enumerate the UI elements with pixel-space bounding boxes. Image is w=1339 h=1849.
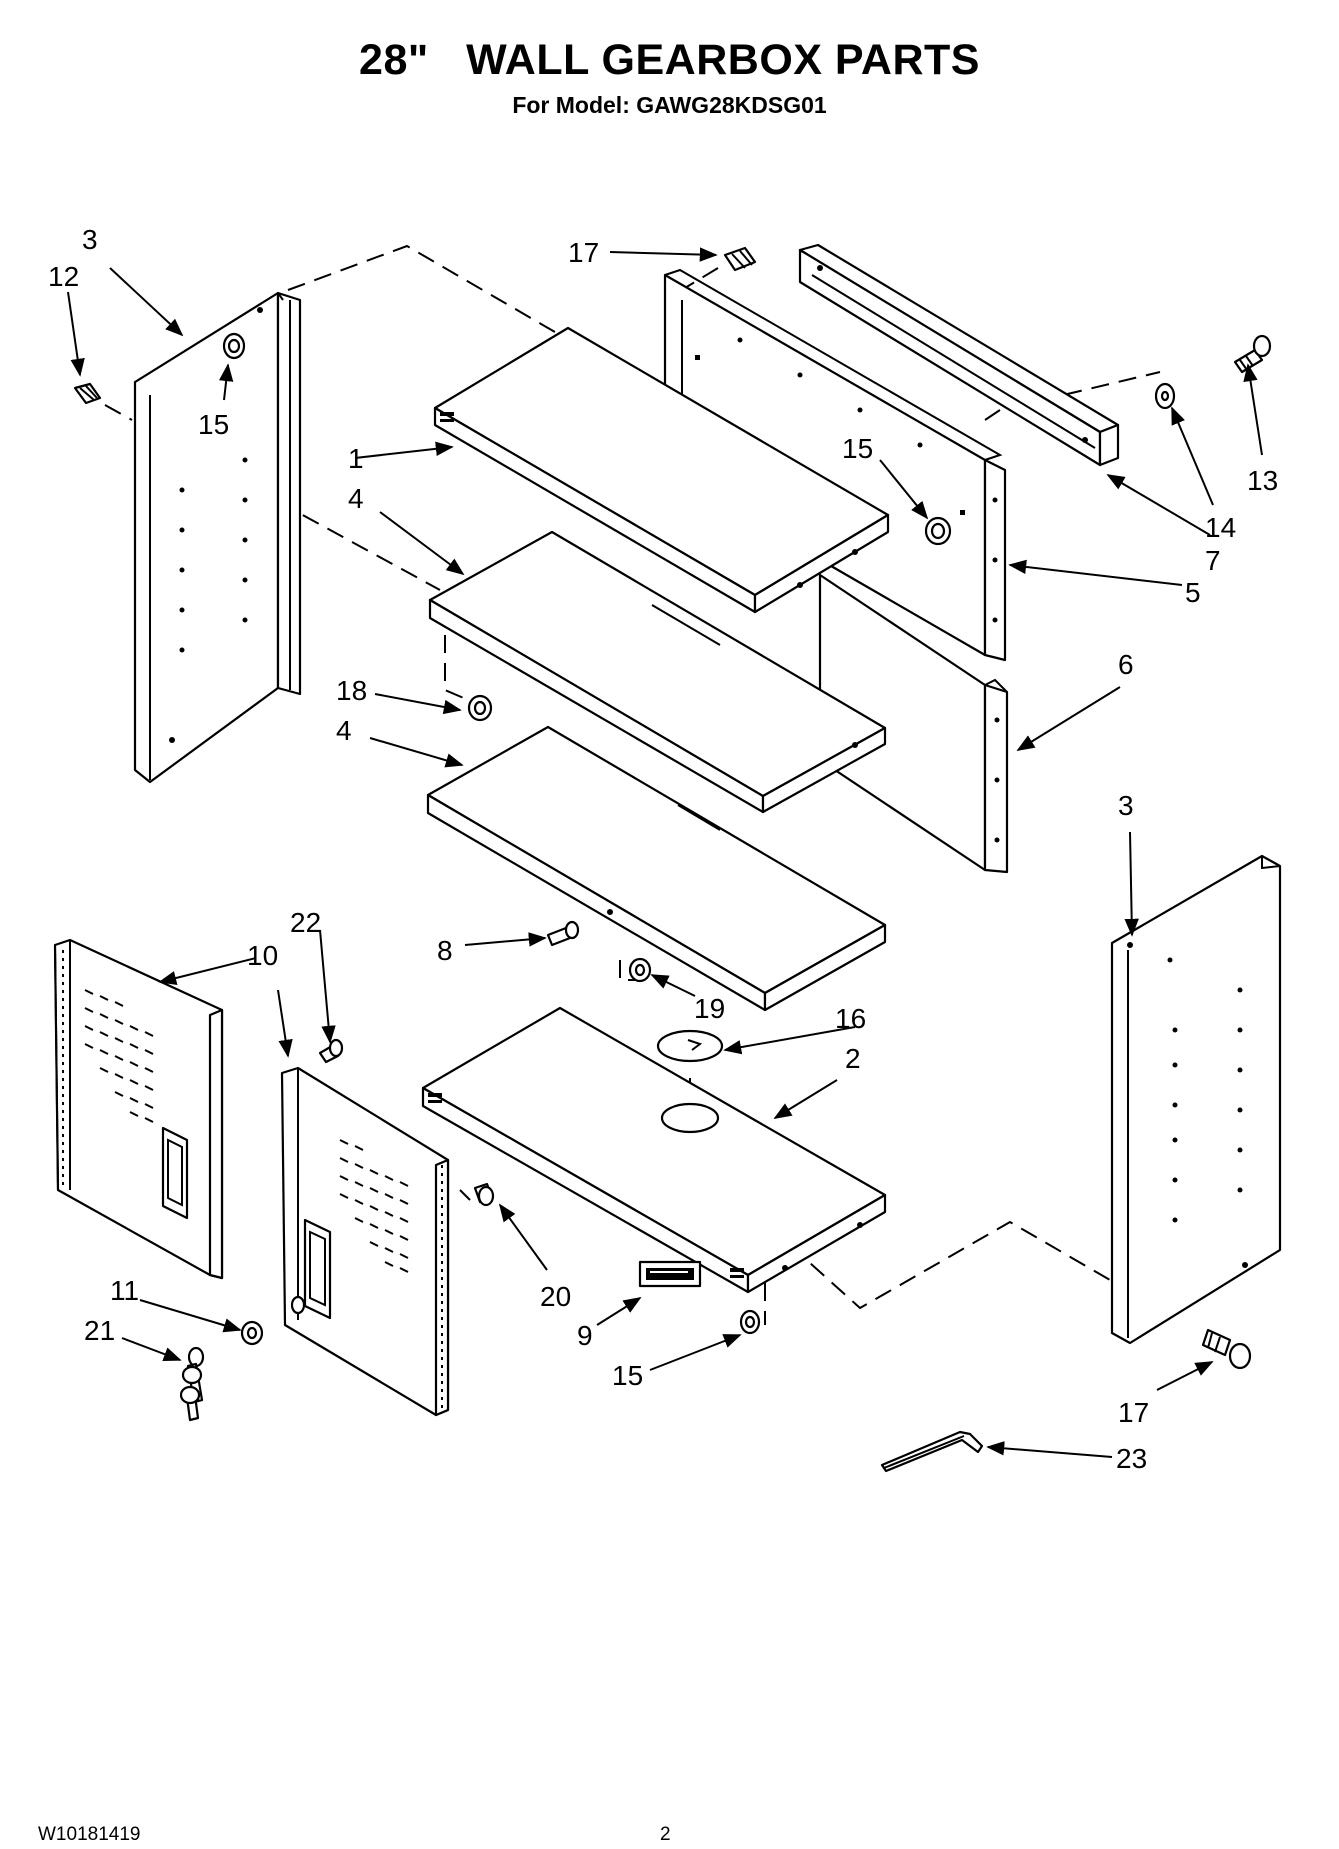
part-3-left-side-panel bbox=[133, 291, 302, 784]
callout-7: 7 bbox=[1205, 545, 1221, 576]
callout-17-top: 17 bbox=[568, 237, 599, 268]
part-20-cam-latch bbox=[473, 1182, 495, 1207]
part-15-nut-upper-left bbox=[222, 332, 246, 360]
callout-15-left: 15 bbox=[198, 409, 229, 440]
callout-9: 9 bbox=[577, 1320, 593, 1351]
callout-4-lower: 4 bbox=[336, 715, 352, 746]
document-number: W10181419 bbox=[38, 1824, 141, 1845]
part-17-screw-bottom bbox=[1201, 1328, 1252, 1370]
callout-10: 10 bbox=[247, 940, 278, 971]
page-number: 2 bbox=[660, 1824, 671, 1845]
part-3-right-side-panel bbox=[1110, 854, 1282, 1345]
part-19-nut bbox=[628, 957, 652, 983]
door-right-vent-slots bbox=[339, 1139, 409, 1273]
callout-6: 6 bbox=[1118, 649, 1134, 680]
part-21-keys bbox=[179, 1346, 205, 1422]
callout-20: 20 bbox=[540, 1281, 571, 1312]
part-1-top-shelf bbox=[433, 326, 890, 614]
part-12-screw bbox=[73, 382, 102, 405]
part-2-bottom-panel bbox=[421, 1006, 887, 1294]
callout-11: 11 bbox=[110, 1275, 139, 1306]
callout-12: 12 bbox=[48, 261, 79, 292]
part-13-bolt bbox=[1233, 334, 1272, 374]
model-subtitle: For Model: GAWG28KDSG01 bbox=[512, 92, 827, 118]
callout-13: 13 bbox=[1247, 465, 1278, 496]
callout-1: 1 bbox=[348, 443, 364, 474]
part-14-washer bbox=[1154, 382, 1176, 410]
callout-14: 14 bbox=[1205, 512, 1236, 543]
callout-3-right: 3 bbox=[1118, 790, 1134, 821]
callout-15-back: 15 bbox=[842, 433, 873, 464]
part-18-nut bbox=[467, 694, 493, 722]
part-15-nut-back-panel bbox=[924, 516, 952, 546]
callout-15-bottom: 15 bbox=[612, 1360, 643, 1391]
page-title: 28" WALL GEARBOX PARTS bbox=[359, 36, 980, 84]
part-4-lower-shelf bbox=[426, 725, 887, 1012]
part-15-nut-bottom bbox=[739, 1309, 761, 1335]
callout-21: 21 bbox=[84, 1315, 115, 1346]
part-11-lock-cylinder bbox=[240, 1320, 264, 1346]
part-7-wall-rail bbox=[798, 243, 1120, 467]
callout-23: 23 bbox=[1116, 1443, 1147, 1474]
callout-2: 2 bbox=[845, 1043, 861, 1074]
part-10-left-door bbox=[53, 938, 224, 1280]
callout-5: 5 bbox=[1185, 577, 1201, 608]
part-9-nameplate bbox=[638, 1260, 702, 1288]
part-17-screw-top bbox=[723, 246, 757, 272]
callout-3-left: 3 bbox=[82, 224, 98, 255]
callout-16: 16 bbox=[835, 1003, 866, 1034]
callout-leaders bbox=[67, 247, 1263, 1458]
callout-17-bottom: 17 bbox=[1118, 1397, 1149, 1428]
callout-19: 19 bbox=[694, 993, 725, 1024]
part-16-grommet bbox=[656, 1029, 724, 1063]
callout-22: 22 bbox=[290, 907, 321, 938]
part-22-screw bbox=[318, 1038, 344, 1064]
callout-labels: 12 3 15 1 4 18 4 17 15 13 14 7 5 6 3 8 1… bbox=[48, 224, 1278, 1474]
part-23-hex-key bbox=[880, 1430, 984, 1473]
callout-8: 8 bbox=[437, 935, 453, 966]
callout-4-upper: 4 bbox=[348, 483, 364, 514]
part-door-right bbox=[280, 1066, 450, 1417]
callout-18: 18 bbox=[336, 675, 367, 706]
part-8-shelf-pin bbox=[546, 920, 580, 947]
door-left-vent-slots bbox=[84, 989, 154, 1123]
part-6-lower-back-panel bbox=[818, 573, 1009, 874]
part-4-middle-shelf bbox=[428, 530, 887, 814]
